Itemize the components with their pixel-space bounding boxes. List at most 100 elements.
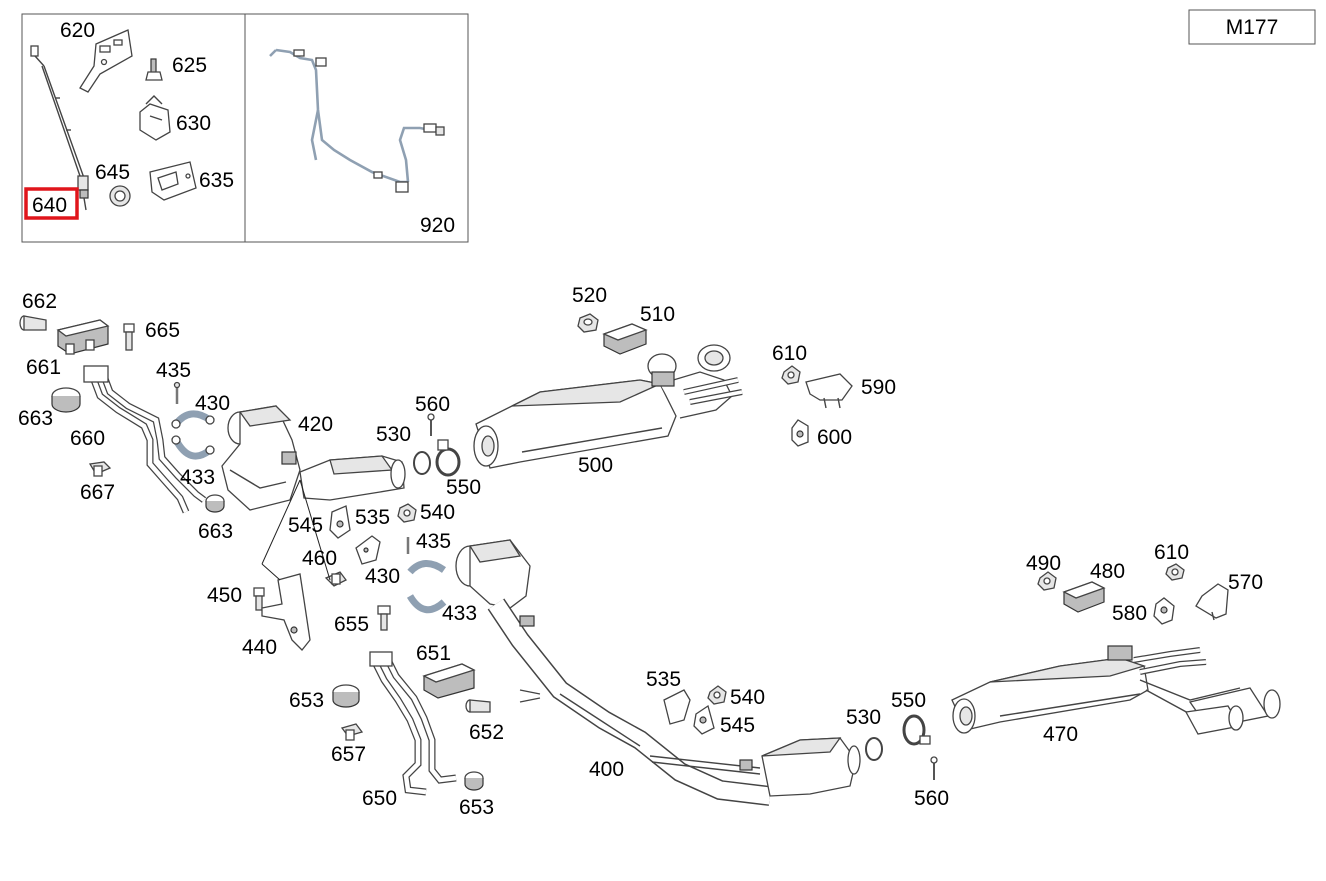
label-663[interactable]: 663 bbox=[198, 520, 233, 543]
part-520-nut[interactable] bbox=[577, 313, 599, 333]
part-665-bolt[interactable] bbox=[123, 323, 135, 351]
label-450[interactable]: 450 bbox=[207, 584, 242, 607]
part-651-pressure-sensor[interactable] bbox=[422, 663, 476, 699]
label-530[interactable]: 530 bbox=[846, 706, 881, 729]
part-610-nut[interactable] bbox=[781, 365, 801, 385]
part-580-rubber-mount[interactable] bbox=[1153, 597, 1175, 625]
label-651[interactable]: 651 bbox=[416, 642, 451, 665]
part-540-nut[interactable] bbox=[707, 685, 727, 705]
part-mid-pipe[interactable] bbox=[299, 455, 406, 501]
label-435[interactable]: 435 bbox=[156, 359, 191, 382]
label-535[interactable]: 535 bbox=[355, 506, 390, 529]
label-550[interactable]: 550 bbox=[446, 476, 481, 499]
label-610[interactable]: 610 bbox=[1154, 541, 1189, 564]
part-655-bolt[interactable] bbox=[377, 605, 391, 631]
label-540[interactable]: 540 bbox=[730, 686, 765, 709]
part-662-bolt[interactable] bbox=[19, 315, 47, 331]
label-660[interactable]: 660 bbox=[70, 427, 105, 450]
label-545[interactable]: 545 bbox=[720, 714, 755, 737]
label-460[interactable]: 460 bbox=[302, 547, 337, 570]
label-662[interactable]: 662 bbox=[22, 290, 57, 313]
part-545-rubber-mount[interactable] bbox=[693, 704, 715, 735]
part-550-clamp[interactable] bbox=[435, 439, 461, 477]
label-435[interactable]: 435 bbox=[416, 530, 451, 553]
part-540-nut[interactable] bbox=[397, 503, 417, 523]
part-490-nut[interactable] bbox=[1037, 571, 1057, 591]
label-667[interactable]: 667 bbox=[80, 481, 115, 504]
label-420[interactable]: 420 bbox=[298, 413, 333, 436]
label-520[interactable]: 520 bbox=[572, 284, 607, 307]
label-653[interactable]: 653 bbox=[289, 689, 324, 712]
label-433[interactable]: 433 bbox=[442, 602, 477, 625]
part-663-clamp[interactable] bbox=[205, 494, 225, 513]
part-530-gasket[interactable] bbox=[865, 737, 883, 761]
label-645[interactable]: 645 bbox=[95, 161, 130, 184]
label-490[interactable]: 490 bbox=[1026, 552, 1061, 575]
part-530-gasket[interactable] bbox=[413, 451, 431, 475]
part-661-pressure-sensor[interactable] bbox=[56, 319, 110, 355]
label-661[interactable]: 661 bbox=[26, 356, 61, 379]
part-667-fitting[interactable] bbox=[88, 461, 112, 477]
label-665[interactable]: 665 bbox=[145, 319, 180, 342]
label-620[interactable]: 620 bbox=[60, 19, 95, 42]
part-510-exhaust-flap-actuator[interactable] bbox=[602, 323, 648, 355]
label-610[interactable]: 610 bbox=[772, 342, 807, 365]
part-400-front-pipe[interactable] bbox=[455, 539, 772, 806]
part-663-clamp[interactable] bbox=[51, 387, 81, 413]
part-650-hose-line[interactable] bbox=[369, 651, 457, 796]
part-652-bolt[interactable] bbox=[465, 699, 491, 713]
part-460-bolt[interactable] bbox=[324, 571, 347, 587]
label-430[interactable]: 430 bbox=[195, 392, 230, 415]
label-570[interactable]: 570 bbox=[1228, 571, 1263, 594]
part-535-bracket[interactable] bbox=[663, 689, 691, 725]
label-657[interactable]: 657 bbox=[331, 743, 366, 766]
label-535[interactable]: 535 bbox=[646, 668, 681, 691]
part-435-bolt[interactable] bbox=[173, 381, 181, 405]
label-920[interactable]: 920 bbox=[420, 214, 455, 237]
part-560-bolt[interactable] bbox=[427, 413, 435, 436]
part-545-rubber-mount[interactable] bbox=[329, 505, 351, 539]
label-550[interactable]: 550 bbox=[891, 689, 926, 712]
label-430[interactable]: 430 bbox=[365, 565, 400, 588]
label-440[interactable]: 440 bbox=[242, 636, 277, 659]
label-652[interactable]: 652 bbox=[469, 721, 504, 744]
part-630-holder[interactable] bbox=[139, 95, 171, 141]
label-635[interactable]: 635 bbox=[199, 169, 234, 192]
label-600[interactable]: 600 bbox=[817, 426, 852, 449]
part-535-bracket[interactable] bbox=[355, 535, 381, 565]
part-430-clamp-half[interactable] bbox=[171, 410, 215, 429]
part-560-bolt[interactable] bbox=[930, 756, 938, 780]
label-650[interactable]: 650 bbox=[362, 787, 397, 810]
label-630[interactable]: 630 bbox=[176, 112, 211, 135]
label-400[interactable]: 400 bbox=[589, 758, 624, 781]
part-590-bracket[interactable] bbox=[805, 373, 853, 409]
label-655[interactable]: 655 bbox=[334, 613, 369, 636]
label-560[interactable]: 560 bbox=[415, 393, 450, 416]
part-570-bracket[interactable] bbox=[1195, 583, 1229, 621]
label-663[interactable]: 663 bbox=[18, 407, 53, 430]
label-433[interactable]: 433 bbox=[180, 466, 215, 489]
part-620-bracket[interactable] bbox=[79, 29, 133, 93]
part-440-bracket[interactable] bbox=[261, 479, 331, 651]
label-560[interactable]: 560 bbox=[914, 787, 949, 810]
part-640-oxygen-sensor[interactable] bbox=[30, 45, 89, 211]
label-500[interactable]: 500 bbox=[578, 454, 613, 477]
part-657-fitting[interactable] bbox=[340, 723, 364, 741]
part-660-hose-line[interactable] bbox=[83, 365, 207, 514]
label-545[interactable]: 545 bbox=[288, 514, 323, 537]
part-430-clamp-half[interactable] bbox=[407, 560, 447, 575]
part-450-bolt[interactable] bbox=[253, 587, 265, 611]
label-540[interactable]: 540 bbox=[420, 501, 455, 524]
part-480-exhaust-flap-actuator[interactable] bbox=[1062, 581, 1106, 613]
part-550-clamp[interactable] bbox=[902, 714, 931, 746]
label-480[interactable]: 480 bbox=[1090, 560, 1125, 583]
part-920-wiring-harness[interactable] bbox=[269, 48, 445, 193]
part-653-clamp[interactable] bbox=[464, 771, 484, 791]
part-rear-catalyst[interactable] bbox=[649, 737, 861, 797]
part-433-clamp-half[interactable] bbox=[171, 435, 215, 460]
part-635-cover[interactable] bbox=[149, 161, 197, 201]
part-420-catalytic-converter[interactable] bbox=[221, 405, 301, 511]
part-610-nut[interactable] bbox=[1165, 563, 1185, 581]
label-625[interactable]: 625 bbox=[172, 54, 207, 77]
label-530[interactable]: 530 bbox=[376, 423, 411, 446]
